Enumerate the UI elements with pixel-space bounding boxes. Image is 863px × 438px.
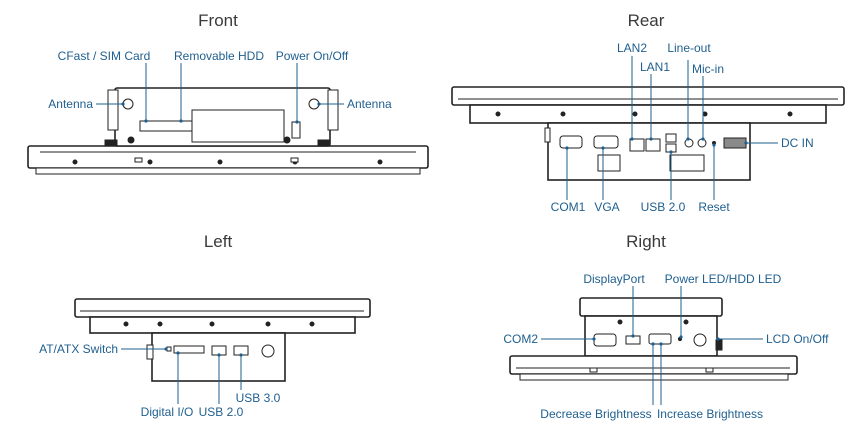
rear-title: Rear (628, 11, 665, 30)
front-bezel-screws (72, 157, 383, 165)
rear-bezel (451, 86, 845, 106)
front-power-button (291, 121, 301, 139)
right-com2-port (593, 333, 617, 347)
label-displayport: DisplayPort (583, 272, 645, 286)
label-cfast-sim: CFast / SIM Card (58, 49, 151, 63)
label-decrease-brightness: Decrease Brightness (540, 407, 651, 421)
front-title: Front (198, 11, 238, 30)
label-lan1: LAN1 (640, 60, 670, 74)
label-removable-hdd: Removable HDD (174, 49, 264, 63)
label-com1: COM1 (551, 200, 586, 214)
right-bezel-lip (519, 373, 789, 381)
rear-dcin-port (723, 137, 747, 149)
left-panel (89, 316, 356, 334)
label-reset: Reset (698, 200, 730, 214)
right-title: Right (626, 232, 666, 251)
front-right-ear (327, 89, 339, 131)
right-lcd-switch (715, 339, 723, 351)
right-view: Right DisplayPort Power LED/HDD LED COM2… (503, 232, 829, 421)
left-atatx-switch (166, 346, 172, 352)
label-vga: VGA (594, 200, 619, 214)
rear-view: Rear LAN2 LAN1 Line-out (451, 11, 845, 214)
rear-panel-screws (495, 111, 793, 117)
label-line-out: Line-out (667, 41, 711, 55)
label-usb30: USB 3.0 (236, 391, 281, 405)
label-lan2: LAN2 (617, 41, 647, 55)
rear-plate-right (669, 154, 705, 172)
rear-panel (469, 104, 827, 124)
label-lcd-onoff: LCD On/Off (766, 332, 829, 346)
label-usb20-rear: USB 2.0 (641, 200, 686, 214)
left-title: Left (204, 232, 233, 251)
left-bezel (74, 298, 371, 318)
label-com2: COM2 (503, 332, 538, 346)
label-power-led-hdd-led: Power LED/HDD LED (665, 272, 782, 286)
label-mic-in: Mic-in (692, 62, 724, 76)
rear-lan1-port (645, 138, 661, 152)
label-digital-io: Digital I/O (141, 405, 194, 419)
label-dc-in: DC IN (781, 136, 814, 150)
left-digital-io-port (173, 345, 205, 354)
rear-com1-port (559, 135, 583, 149)
front-left-ear (107, 89, 119, 131)
label-power-onoff: Power On/Off (276, 49, 349, 63)
left-panel-screws (123, 321, 315, 327)
label-usb20-left: USB 2.0 (199, 405, 244, 419)
front-bezel-lip (35, 167, 421, 175)
front-bezel (27, 145, 429, 169)
front-cfast-slot (139, 120, 193, 132)
rear-vga-port (593, 135, 619, 149)
right-speaker (693, 333, 707, 347)
front-view: Front CFast / SIM Card Removable HDD Pow… (27, 11, 429, 175)
right-top-plate (579, 297, 723, 317)
left-view: Left AT/ATX Switch Digital I/O USB 2.0 U… (39, 232, 371, 419)
label-antenna-right: Antenna (347, 97, 392, 111)
label-antenna-left: Antenna (48, 97, 93, 111)
right-brightness-buttons (648, 333, 672, 345)
rear-usb-top (665, 133, 677, 143)
left-speaker (261, 344, 275, 358)
front-hdd-bay (191, 109, 285, 143)
label-at-atx-switch: AT/ATX Switch (39, 342, 118, 356)
label-increase-brightness: Increase Brightness (657, 407, 763, 421)
rear-lan2-port (629, 138, 645, 152)
rear-plate-left (597, 154, 621, 172)
